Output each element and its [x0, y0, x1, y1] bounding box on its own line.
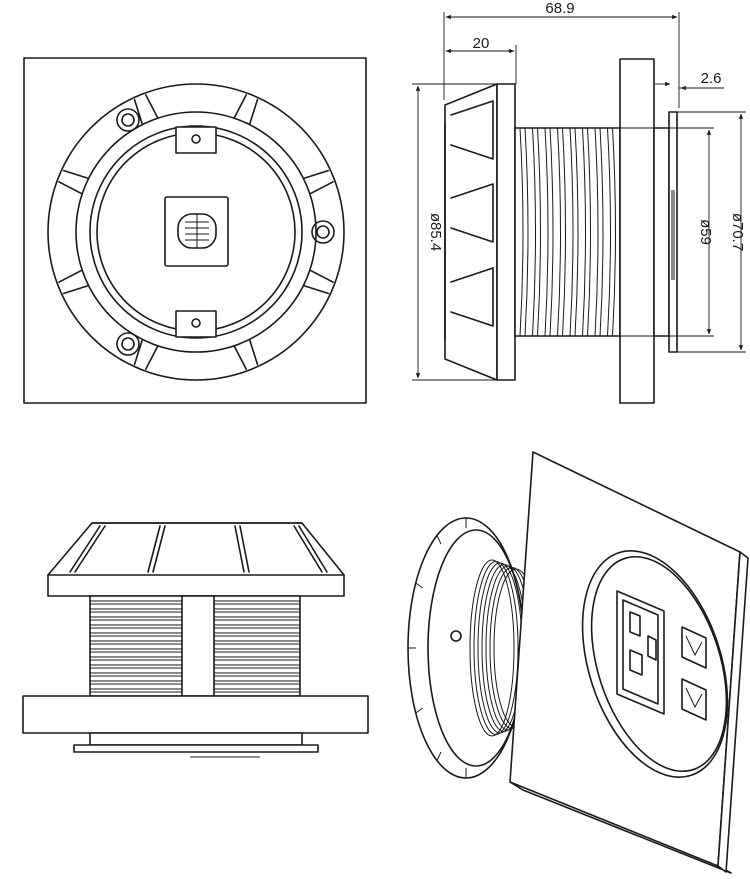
- front-view-inner-ring: [96, 132, 296, 332]
- front-view-center-switch: [164, 196, 229, 267]
- dim-flange-diameter: ø85.4: [427, 213, 444, 251]
- elevation-slot: [181, 595, 215, 697]
- front-view-screw-holes: [116, 108, 335, 356]
- front-view-outer-ring: [47, 83, 345, 381]
- side-view-threaded-body: [514, 127, 621, 337]
- side-view: [444, 58, 678, 404]
- elevation-base-plate: [22, 695, 369, 734]
- dim-face-diameter: ø70.7: [729, 213, 746, 251]
- iso-face-plate: [581, 550, 729, 778]
- front-view-rib-ring: [75, 111, 317, 353]
- front-view: [23, 57, 367, 404]
- front-view-tabs: [175, 126, 217, 338]
- dim-overall-depth: 68.9: [545, 0, 574, 17]
- iso-outlet: [616, 590, 665, 715]
- side-view-face-plate: [668, 111, 678, 353]
- dim-flange-depth: 20: [473, 35, 490, 52]
- front-view-square-plate: [23, 57, 367, 404]
- dim-body-diameter: ø59: [697, 219, 714, 245]
- dimension-lines: 68.9 20 2.6 ø85.4 ø59 ø70.7: [412, 0, 746, 381]
- front-view-ribs: [58, 94, 334, 370]
- side-view-threads: [519, 127, 616, 337]
- isometric-view: [407, 451, 749, 874]
- elevation-view: [22, 522, 369, 758]
- elevation-flange-ribs: [69, 525, 328, 573]
- dim-face-plate-thickness: 2.6: [701, 70, 722, 87]
- side-view-flange-ribs: [450, 100, 494, 327]
- side-view-flange: [444, 83, 498, 381]
- iso-flange-ribs: [408, 518, 467, 778]
- iso-usb-ports: [681, 626, 707, 721]
- side-view-plate-edge: [619, 58, 655, 404]
- elevation-face-plate: [73, 744, 319, 753]
- front-view-body-ring: [89, 125, 303, 339]
